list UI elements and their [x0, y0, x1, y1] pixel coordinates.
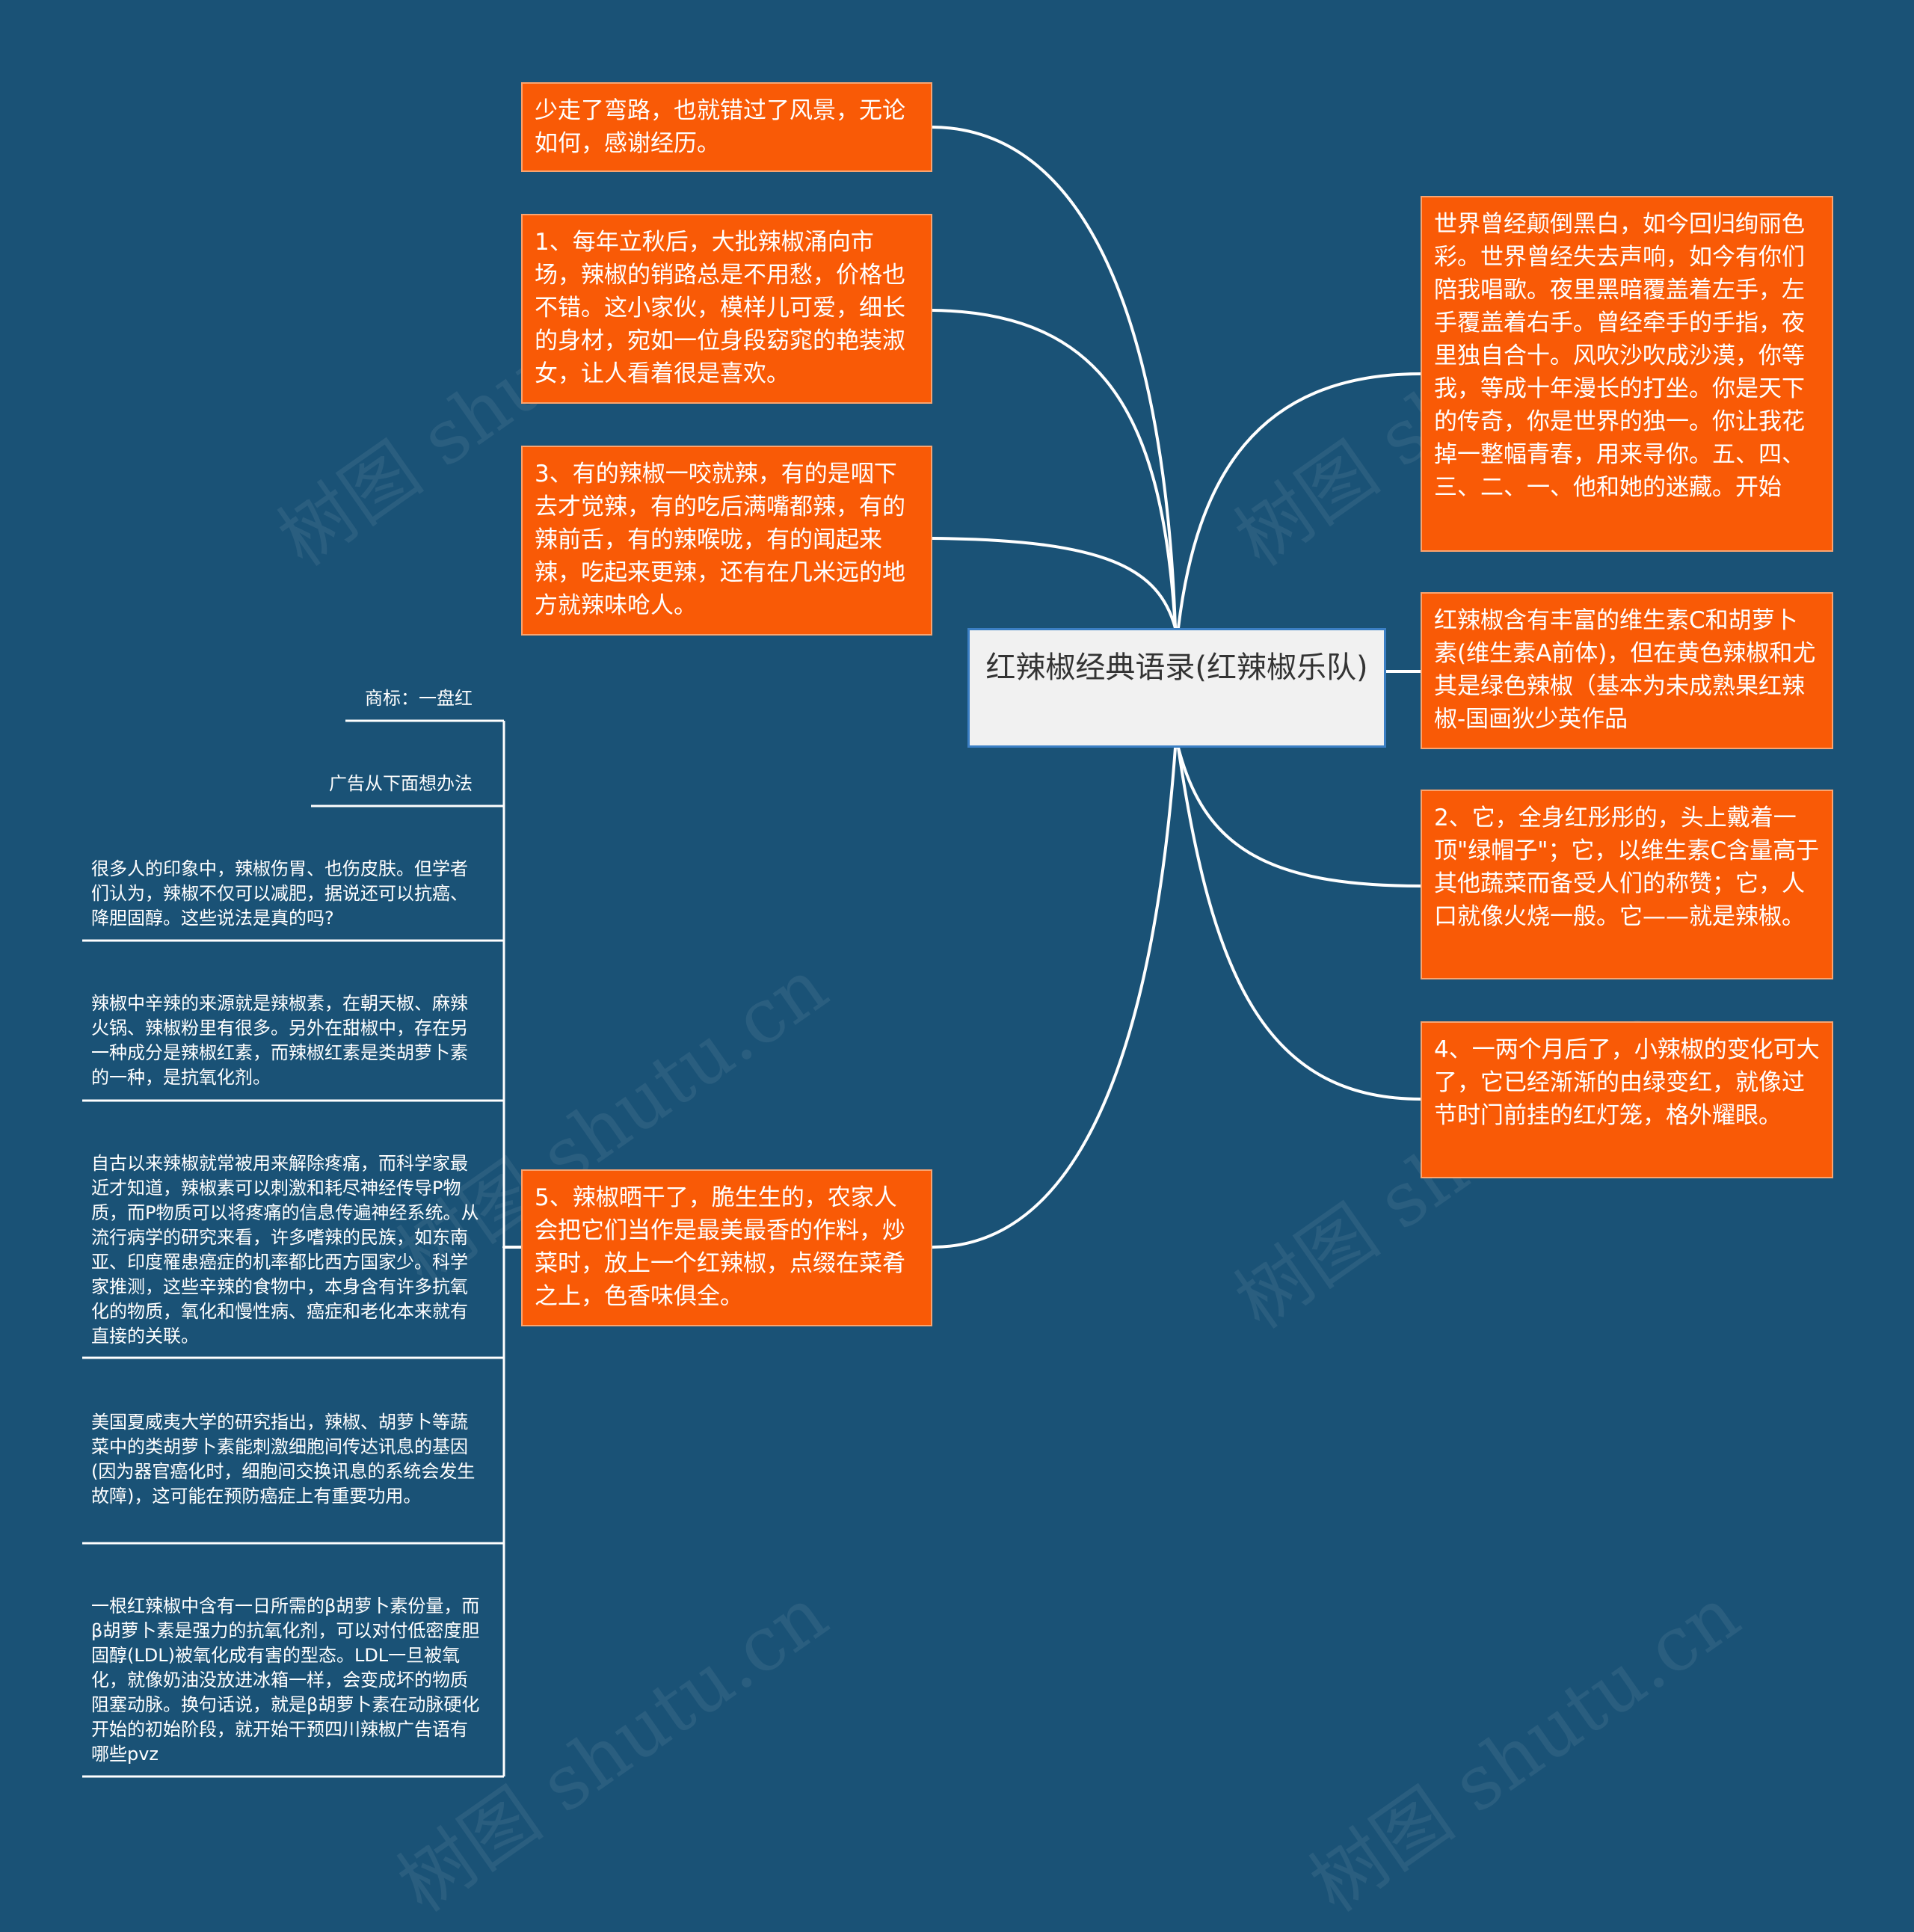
leaf-item[interactable]: 美国夏威夷大学的研究指出，辣椒、胡萝卜等蔬菜中的类胡萝卜素能刺激细胞间传达讯息的… [91, 1412, 476, 1507]
link-left-4 [931, 746, 1177, 1249]
topic-node-left[interactable]: 1、每年立秋后，大批辣椒涌向市场，辣椒的销路总是不用愁，价格也不错。这小家伙，模… [521, 214, 932, 404]
topic-node-left[interactable]: 3、有的辣椒一咬就辣，有的是咽下去才觉辣，有的吃后满嘴都辣，有的辣前舌，有的辣喉… [521, 446, 932, 636]
leaf-item[interactable]: 商标：一盘红 [365, 688, 473, 709]
link-right-1 [1177, 372, 1422, 630]
link-right-4 [1177, 746, 1422, 1101]
topic-node-right[interactable]: 世界曾经颠倒黑白，如今回归绚丽色彩。世界曾经失去声响，如今有你们陪我唱歌。夜里黑… [1421, 196, 1833, 552]
leaf-item[interactable]: 自古以来辣椒就常被用来解除疼痛，而科学家最近才知道，辣椒素可以刺激和耗尽神经传导… [91, 1153, 479, 1347]
leaf-item[interactable]: 很多人的印象中，辣椒伤胃、也伤皮肤。但学者们认为，辣椒不仅可以减肥，据说还可以抗… [91, 858, 468, 929]
link-left-1 [931, 126, 1177, 630]
link-right-3 [1177, 746, 1422, 887]
central-topic[interactable]: 红辣椒经典语录(红辣椒乐队) [967, 628, 1386, 748]
topic-node-right[interactable]: 2、它，全身红彤彤的，头上戴着一顶"绿帽子"；它，以维生素C含量高于其他蔬菜而备… [1421, 790, 1833, 979]
leaf-item[interactable]: 广告从下面想办法 [329, 773, 473, 794]
link-left-2 [931, 309, 1177, 630]
leaf-item[interactable]: 辣椒中辛辣的来源就是辣椒素，在朝天椒、麻辣火锅、辣椒粉里有很多。另外在甜椒中，存… [91, 993, 468, 1088]
leaf-item[interactable]: 一根红辣椒中含有一日所需的β胡萝卜素份量，而β胡萝卜素是强力的抗氧化剂，可以对付… [91, 1596, 480, 1765]
connector-lines [82, 126, 1422, 1778]
link-left-3 [931, 537, 1177, 630]
topic-node-left[interactable]: 5、辣椒晒干了，脆生生的，农家人会把它们当作是最美最香的作料，炒菜时，放上一个红… [521, 1169, 932, 1326]
topic-node-right[interactable]: 红辣椒含有丰富的维生素C和胡萝卜素(维生素A前体)，但在黄色辣椒和尤其是绿色辣椒… [1421, 592, 1833, 749]
topic-node-right[interactable]: 4、一两个月后了，小辣椒的变化可大了，它已经渐渐的由绿变红，就像过节时门前挂的红… [1421, 1021, 1833, 1178]
topic-node-left[interactable]: 少走了弯路，也就错过了风景，无论如何，感谢经历。 [521, 82, 932, 172]
